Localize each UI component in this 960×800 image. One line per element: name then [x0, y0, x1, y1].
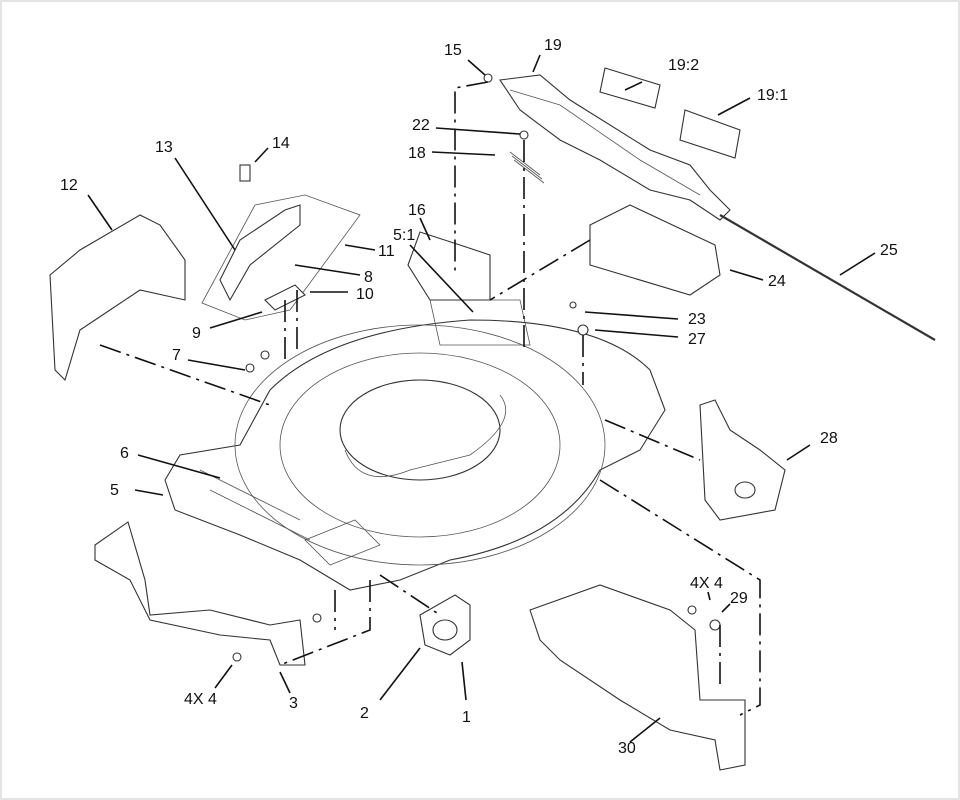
rear-shield — [529, 584, 746, 771]
bolt-22 — [519, 130, 529, 140]
nut-4b — [312, 613, 322, 623]
nut-7a — [245, 363, 255, 373]
height-adjust-lever — [219, 204, 301, 302]
label-6: 6 — [120, 445, 129, 462]
label-2: 2 — [360, 705, 369, 722]
label-24: 24 — [768, 273, 786, 290]
handle-assembly — [499, 74, 731, 221]
label-28: 28 — [820, 430, 838, 447]
label-14: 14 — [272, 135, 290, 152]
label-4x4-rear: 4X 4 — [690, 575, 723, 592]
label-19-1: 19:1 — [757, 87, 788, 104]
washer-29 — [709, 619, 721, 631]
leader-lines — [87, 54, 876, 743]
rear-wheel-bracket — [699, 399, 786, 521]
label-12: 12 — [60, 177, 78, 194]
nut-4c — [687, 605, 697, 615]
label-18: 18 — [408, 145, 426, 162]
label-9: 9 — [192, 325, 201, 342]
label-11: 11 — [378, 243, 395, 260]
pin-27 — [577, 324, 589, 336]
rear-flap — [49, 214, 186, 382]
label-4x4-front: 4X 4 — [184, 691, 217, 708]
label-3: 3 — [289, 695, 298, 712]
label-19-2: 19:2 — [668, 57, 699, 74]
lever-knob — [239, 164, 251, 182]
label-5-1: 5:1 — [393, 227, 415, 244]
deck-housing — [164, 299, 666, 591]
adjuster-spring — [264, 284, 306, 311]
label-27: 27 — [688, 331, 706, 348]
label-29: 29 — [730, 590, 748, 607]
callout-labels: 1 2 3 4X 4 4X 4 5 5:1 6 7 8 9 10 11 12 1… — [60, 37, 898, 757]
label-8: 8 — [364, 269, 373, 286]
label-15: 15 — [444, 42, 462, 59]
label-25: 25 — [880, 242, 898, 259]
wheel-hub — [432, 619, 458, 641]
label-16: 16 — [408, 202, 426, 219]
lever-plane — [201, 194, 361, 321]
discharge-cover — [589, 204, 721, 296]
label-19: 19 — [544, 37, 562, 54]
label-30: 30 — [618, 740, 636, 757]
nut-7b — [260, 350, 270, 360]
label-13: 13 — [155, 139, 173, 156]
label-5: 5 — [110, 482, 119, 499]
adjuster-plate — [407, 231, 491, 301]
nut-15 — [483, 73, 493, 83]
cable-rod — [719, 214, 936, 341]
rear-wheel-hub — [734, 481, 756, 499]
alignment-lines — [99, 81, 761, 716]
label-7: 7 — [172, 347, 181, 364]
decal-19-1 — [679, 109, 741, 159]
label-1: 1 — [462, 709, 471, 726]
bolt-23 — [569, 301, 577, 309]
label-23: 23 — [688, 311, 706, 328]
nut-4a — [232, 652, 242, 662]
label-10: 10 — [356, 286, 374, 303]
label-22: 22 — [412, 117, 430, 134]
spring — [509, 151, 545, 184]
front-bumper-bracket — [94, 521, 306, 666]
